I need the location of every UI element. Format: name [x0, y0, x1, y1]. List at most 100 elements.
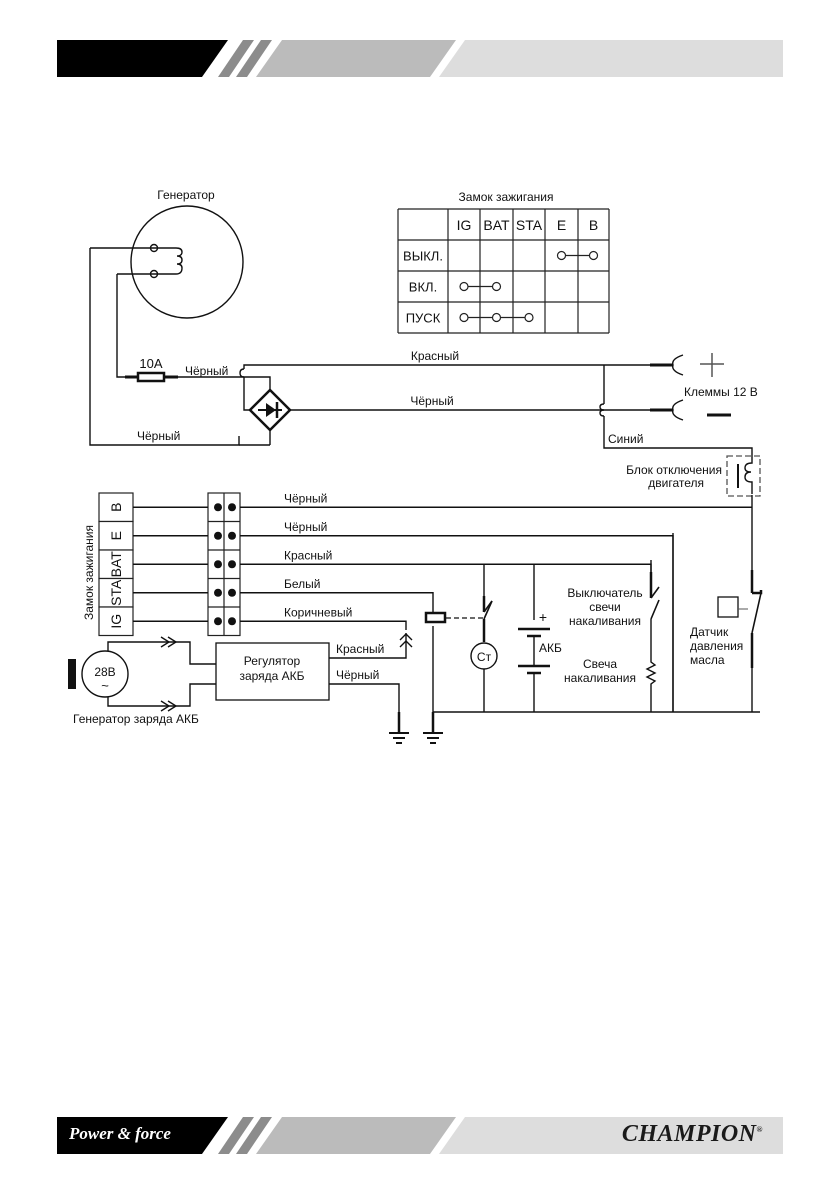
charge-generator-ac-icon: ~ [101, 678, 109, 693]
charge-regulator: Регулятор заряда АКБ Красный Чёрный [215, 642, 384, 701]
harness-wire-label: Чёрный [284, 520, 327, 534]
generator-terminal-2 [149, 269, 159, 279]
connector-pin-icon [228, 503, 236, 512]
registered-mark: ® [756, 1125, 763, 1134]
ignition-switch-label: Замок зажигания [82, 525, 96, 620]
ground-icon-1 [389, 732, 409, 744]
glow-switch-line1: Выключатель [567, 586, 642, 600]
connector-pin-icon [214, 560, 222, 569]
header-banner [57, 40, 783, 77]
wire-label-red: Красный [411, 349, 459, 363]
starter-label: Ст [477, 650, 492, 664]
connector-pin-icon [214, 531, 222, 540]
relay-coil-icon [744, 458, 753, 494]
generator-winding-icon [175, 247, 183, 275]
generator-label: Генератор [157, 188, 215, 202]
fuse-wire-in [116, 274, 125, 378]
table-row-label: ПУСК [406, 311, 441, 326]
stripe-dark-1 [218, 40, 254, 77]
charge-generator-label: Генератор заряда АКБ [73, 712, 199, 726]
glow-switch-line2: свечи [589, 600, 620, 614]
contact-point-icon [491, 312, 502, 323]
charge-generator-circle [81, 650, 129, 698]
stripe-light [439, 40, 783, 77]
generator-terminal-1 [149, 243, 159, 253]
glow-plug: Свеча накаливания [564, 657, 657, 712]
glow-plug-switch: Выключатель свечи накаливания [567, 572, 660, 658]
header-stripes [57, 40, 783, 77]
relay-dashed-box [726, 455, 761, 497]
return-wire [89, 248, 240, 446]
diode-icon [266, 403, 276, 417]
connector-pin-icon [214, 503, 222, 512]
harness-wire-ig [240, 620, 407, 630]
connector-pin-icon [228, 560, 236, 569]
harness-wire-label: Красный [284, 548, 332, 562]
ignition-pin-label: STA [108, 579, 124, 606]
table-header-ig: IG [457, 217, 472, 233]
charge-generator: 28В ~ Генератор заряда АКБ [68, 650, 199, 726]
regulator-box [215, 642, 330, 701]
ignition-table-title: Замок зажигания [459, 190, 554, 204]
oil-sensor-box-icon [717, 596, 739, 618]
harness-wire-label: Белый [284, 577, 320, 591]
connector-pin-icon [214, 588, 222, 597]
stripe-mid [256, 40, 456, 77]
regulator-out-red: Красный [336, 642, 384, 656]
ignition-pin-ig [98, 606, 134, 637]
terminal-minus [650, 399, 731, 421]
harness-wire-label: Чёрный [284, 491, 327, 505]
harness-wire-bat [240, 563, 652, 572]
glow-plug-resistor-icon [645, 658, 657, 712]
engine-stop-line1: Блок отключения [626, 463, 722, 477]
starter: Ст [470, 642, 498, 670]
stripe-black [57, 40, 228, 77]
starter-relay-switch [424, 596, 493, 642]
connector-icon-1 [160, 636, 178, 648]
glow-switch-line3: накаливания [569, 614, 641, 628]
glow-plug-line2: накаливания [564, 671, 636, 685]
slogan: Power & force [69, 1124, 171, 1143]
charge-generator-voltage: 28В [94, 665, 115, 679]
terminals-label: Клеммы 12 В [684, 385, 758, 399]
connector-pin-icon [228, 617, 236, 626]
wire-label-fuse-out: Чёрный [185, 364, 228, 378]
generator-circle [130, 205, 244, 319]
wire-label-blue: Синий [608, 432, 643, 446]
starter-relay-coil-icon [424, 611, 447, 624]
harness-wire-sta [240, 592, 434, 613]
connector-red-icon [399, 633, 413, 648]
stripe-dark-2 [236, 40, 272, 77]
connector-block [207, 492, 241, 637]
connector-pin-icon [228, 531, 236, 540]
ground-icon-2 [423, 732, 443, 744]
battery: + АКБ [518, 609, 562, 712]
contact-point-icon [588, 250, 599, 261]
engine-stop-relay: Блок отключения двигателя [626, 455, 761, 497]
brand-logo: CHAMPION® [622, 1121, 763, 1148]
glow-plug-line1: Свеча [583, 657, 617, 671]
ignition-pin-label: BAT [108, 551, 124, 578]
connector-pin-icon [228, 588, 236, 597]
battery-label: АКБ [539, 641, 562, 655]
brand-name: CHAMPION [621, 1121, 757, 1147]
regulator-out-black: Чёрный [336, 668, 379, 682]
regulator-line2: заряда АКБ [239, 669, 304, 683]
contact-point-icon [459, 312, 469, 323]
table-header-e: E [557, 217, 566, 233]
rectifier [248, 388, 292, 432]
fuse: 10A [125, 356, 178, 383]
oil-sensor-line2: давления [690, 639, 743, 653]
contact-point-icon [556, 250, 567, 261]
red-wire [243, 364, 600, 369]
ignition-pin-label: B [108, 503, 124, 512]
table-header-b: B [589, 217, 598, 233]
footer-banner: Power & force CHAMPION® [57, 1117, 783, 1154]
oil-sensor-line3: масла [690, 653, 725, 667]
ignition-pin-sta [98, 577, 134, 608]
fuse-rating: 10A [139, 356, 162, 371]
oil-pressure-sensor: Датчик давления масла [690, 570, 763, 712]
